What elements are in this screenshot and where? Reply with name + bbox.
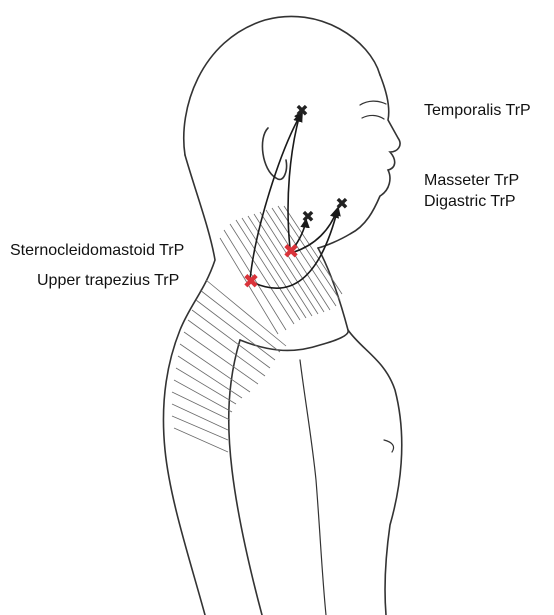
digastric-label: Digastric TrP [424, 192, 516, 212]
eye-detail [362, 115, 384, 119]
face-profile [318, 75, 400, 248]
skull-outline [184, 16, 380, 155]
arm-inner [300, 360, 326, 615]
front-neck [318, 248, 402, 615]
temporalis-target-marker: ✖ [295, 101, 308, 120]
nipple-detail [384, 440, 394, 452]
brow-detail [360, 101, 386, 105]
masseter-label: Masseter TrP [424, 171, 519, 191]
back-neck [163, 155, 215, 615]
upper-trapezius-label: Upper trapezius TrP [37, 271, 179, 291]
temporalis-label: Temporalis TrP [424, 101, 531, 121]
scm-trigger-marker: ✖ [283, 239, 300, 263]
sternocleidomastoid-label: Sternocleidomastoid TrP [10, 241, 184, 261]
clavicle-outline [240, 330, 348, 350]
trap-trigger-marker: ✖ [243, 269, 260, 293]
masseter-target-marker: ✖ [335, 194, 348, 213]
digastric-target-marker: ✖ [301, 207, 314, 226]
neck-muscle-fibers [220, 206, 342, 334]
